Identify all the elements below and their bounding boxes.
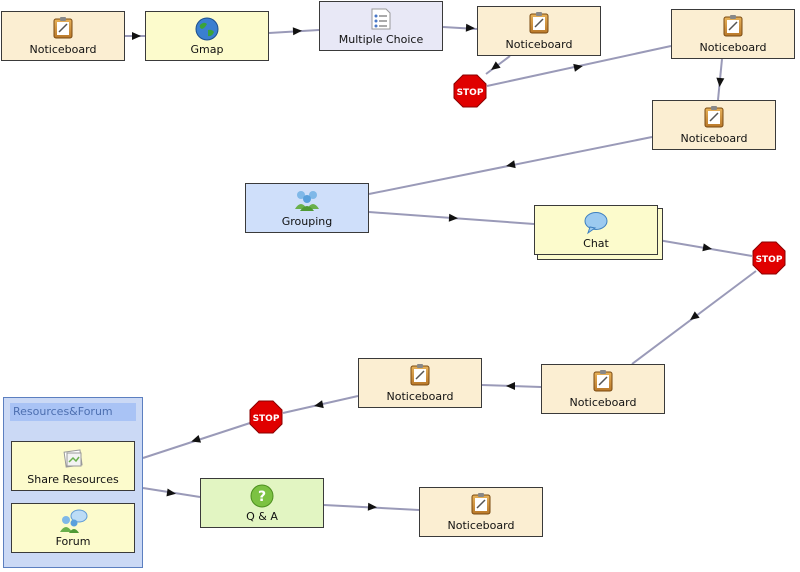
- activity-label: Noticeboard: [29, 43, 97, 56]
- activity-label: Share Resources: [27, 473, 119, 486]
- noticeboard-icon: [53, 17, 73, 43]
- activity-grouping[interactable]: Grouping: [245, 183, 369, 233]
- noticeboard-icon: [723, 15, 743, 41]
- activity-label: Noticeboard: [569, 396, 637, 409]
- activity-noticeboard-1[interactable]: Noticeboard: [1, 11, 125, 61]
- question-icon: ?: [250, 484, 274, 512]
- activity-label: Noticeboard: [386, 390, 454, 403]
- svg-text:STOP: STOP: [253, 414, 280, 424]
- stop-gate-2[interactable]: STOP: [752, 241, 786, 275]
- activity-multiple-choice[interactable]: Multiple Choice: [319, 1, 443, 51]
- arrowhead-icon: [702, 243, 712, 252]
- noticeboard-icon: [593, 370, 613, 396]
- svg-text:STOP: STOP: [756, 255, 783, 265]
- arrowhead-icon: [191, 434, 202, 443]
- stop-sign-icon: STOP: [249, 400, 283, 434]
- activity-label: Multiple Choice: [338, 33, 424, 46]
- activity-chat[interactable]: Chat: [534, 205, 658, 255]
- activity-noticeboard-4[interactable]: Noticeboard: [652, 100, 776, 150]
- group-icon: [293, 189, 321, 215]
- group-title: Resources&Forum: [10, 403, 136, 421]
- arrowhead-icon: [491, 61, 501, 71]
- activity-label: Grouping: [281, 215, 333, 228]
- globe-icon: [195, 17, 219, 45]
- noticeboard-icon: [529, 12, 549, 38]
- noticeboard-icon: [471, 493, 491, 519]
- arrowhead-icon: [132, 32, 141, 40]
- activity-qa[interactable]: ? Q & A: [200, 478, 324, 528]
- activity-label: Noticeboard: [680, 132, 748, 145]
- arrowhead-icon: [573, 63, 583, 72]
- arrowhead-icon: [448, 213, 458, 222]
- stop-sign-icon: STOP: [752, 241, 786, 275]
- arrowhead-icon: [465, 23, 475, 32]
- stop-gate-3[interactable]: STOP: [249, 400, 283, 434]
- activity-label: Noticeboard: [699, 41, 767, 54]
- stop-sign-icon: STOP: [453, 74, 487, 108]
- activity-share-resources[interactable]: Share Resources: [11, 441, 135, 491]
- arrowhead-icon: [690, 311, 700, 321]
- arrowhead-icon: [166, 488, 176, 497]
- activity-noticeboard-5[interactable]: Noticeboard: [541, 364, 665, 414]
- activity-label: Gmap: [190, 43, 224, 56]
- arrowhead-icon: [506, 382, 515, 390]
- activity-label: Noticeboard: [447, 519, 515, 532]
- svg-text:?: ?: [258, 489, 266, 505]
- arrowhead-icon: [506, 160, 516, 169]
- checklist-icon: [370, 7, 392, 35]
- speech-bubble-icon: [583, 211, 609, 239]
- activity-gmap[interactable]: Gmap: [145, 11, 269, 61]
- activity-label: Noticeboard: [505, 38, 573, 51]
- activity-label: Chat: [583, 237, 609, 250]
- stop-gate-1[interactable]: STOP: [453, 74, 487, 108]
- noticeboard-icon: [410, 364, 430, 390]
- share-resources-icon: [62, 447, 84, 473]
- activity-noticeboard-2[interactable]: Noticeboard: [477, 6, 601, 56]
- activity-label: Q & A: [246, 510, 278, 523]
- activity-label: Forum: [55, 535, 91, 548]
- activity-noticeboard-3[interactable]: Noticeboard: [671, 9, 795, 59]
- arrowhead-icon: [314, 400, 324, 409]
- arrowhead-icon: [716, 77, 725, 87]
- arrowhead-icon: [292, 27, 302, 36]
- activity-forum[interactable]: Forum: [11, 503, 135, 553]
- svg-text:STOP: STOP: [457, 88, 484, 98]
- forum-icon: [58, 509, 88, 537]
- noticeboard-icon: [704, 106, 724, 132]
- arrowhead-icon: [367, 502, 377, 511]
- activity-noticeboard-6[interactable]: Noticeboard: [358, 358, 482, 408]
- activity-noticeboard-7[interactable]: Noticeboard: [419, 487, 543, 537]
